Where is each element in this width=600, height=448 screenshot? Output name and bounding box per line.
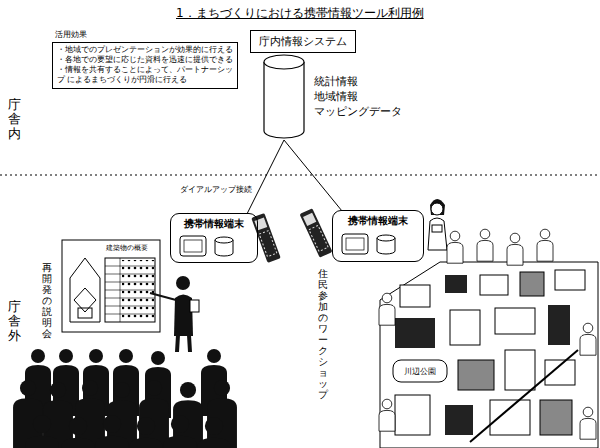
system-box: 庁内情報システム: [250, 30, 356, 53]
terminal-storage: [377, 235, 395, 241]
terminal-screen: [346, 238, 364, 250]
presenter-woman: [430, 199, 445, 215]
town-map: [555, 270, 585, 290]
explanation-board: [70, 258, 100, 322]
town-map: [400, 285, 430, 307]
terminal-screen: [342, 234, 368, 254]
note-bullet: ・地域でのプレゼンテーションが効果的に行える: [57, 45, 233, 55]
town-map: [450, 310, 480, 345]
connection-label: ダイアルアップ接続: [178, 184, 254, 195]
explanation-board: [62, 240, 160, 332]
database-cylinder: [264, 55, 304, 69]
terminal-label: 携帯情報端末: [177, 217, 251, 231]
mobile-phone: [259, 231, 277, 257]
terminal-screen: [180, 236, 206, 256]
presenter-man: [176, 276, 190, 290]
audience: [13, 349, 237, 448]
town-map: [380, 262, 598, 448]
mobile-phone: [303, 213, 316, 226]
database-cylinder: [264, 62, 304, 138]
terminal-label: 携帯情報端末: [339, 214, 417, 228]
zone-label: 庁舎外: [8, 300, 21, 343]
terminal-box: 携帯情報端末: [170, 213, 258, 263]
audience: [163, 415, 197, 448]
mobile-phone: [300, 208, 333, 257]
data-category: マッピングデータ: [314, 104, 402, 119]
town-map: [445, 405, 473, 435]
zone-label: 庁舎内: [8, 98, 21, 141]
terminal-box: 携帯情報端末: [332, 210, 424, 262]
terminal-storage: [215, 235, 395, 256]
audience: [25, 415, 59, 448]
mobile-phone: [254, 217, 267, 230]
town-map: [548, 305, 570, 345]
workshop-participants: [507, 233, 523, 265]
town-map: [490, 400, 530, 435]
note-heading: 活用効果: [55, 30, 238, 40]
mobile-phone: [300, 208, 333, 257]
town-map: [470, 350, 578, 442]
mobile-phone: [251, 213, 281, 263]
scene-label: 住民参加のワークショップ: [318, 268, 328, 400]
town-map: [520, 272, 544, 296]
terminal-screen: [184, 240, 202, 252]
database-cylinder: [262, 54, 306, 140]
town-map: [505, 350, 535, 390]
system-label: 庁内情報システム: [259, 34, 347, 49]
town-map: [380, 262, 598, 448]
presenter-man: [150, 276, 199, 352]
workshop-participants: [537, 229, 553, 261]
database-node: 統計情報地域情報マッピングデータ: [262, 54, 406, 140]
note-body: ・地域でのプレゼンテーションが効果的に行える・各地での要望に応じた資料を迅速に提…: [52, 42, 238, 89]
workshop-participants: [580, 323, 596, 355]
note-bullet: ・情報を共有することによって、パートナーシップ によるまちづくりが円滑に行える: [57, 65, 233, 85]
workshop-participants: [477, 229, 493, 261]
data-category: 統計情報: [314, 74, 402, 89]
presenter-woman: [428, 218, 447, 250]
audience: [129, 417, 163, 448]
workshop-participants: [447, 231, 463, 263]
town-map: [540, 400, 572, 435]
audience: [95, 415, 129, 448]
town-map: [395, 318, 435, 348]
explanation-board: [122, 260, 154, 320]
dialup-connection-line: [284, 140, 341, 210]
map-place-name: 川辺公園: [404, 366, 436, 377]
data-category: 地域情報: [314, 89, 402, 104]
presenter-woman: [432, 225, 442, 232]
mobile-phone: [251, 213, 281, 263]
audience: [197, 417, 231, 448]
presenter-man: [150, 293, 176, 300]
presenter-man: [177, 335, 190, 352]
diagram-title: 1．まちづくりにおける携帯情報ツール利用例: [176, 5, 424, 22]
town-map: [480, 275, 508, 295]
note-bullet: ・各地での要望に応じた資料を迅速に提供できる: [57, 55, 233, 65]
presenter-man: [190, 300, 199, 312]
town-map: [458, 360, 494, 390]
board-title: 建築物の概要: [106, 243, 148, 253]
town-map: [545, 360, 575, 385]
presenter-woman: [428, 199, 447, 250]
mobile-phone: [309, 225, 328, 251]
town-map: [445, 275, 467, 293]
explanation-board: [105, 258, 155, 322]
explanation-board: [78, 308, 92, 318]
workshop-participants: [379, 293, 395, 325]
audience: [61, 417, 95, 448]
town-map: [395, 395, 430, 435]
boundary-line: [0, 175, 600, 176]
explanation-board: [105, 258, 155, 322]
town-map: [393, 360, 447, 382]
terminal-storage: [215, 237, 233, 243]
presenter-woman: [431, 203, 443, 215]
effects-note-box: 活用効果・地域でのプレゼンテーションが効果的に行える・各地での要望に応じた資料を…: [52, 30, 238, 89]
explanation-board: [62, 240, 160, 332]
workshop-participants: [379, 229, 596, 439]
scene-label: 再開発の説明会: [42, 262, 52, 339]
workshop-participants: [580, 407, 596, 439]
town-map: [495, 308, 535, 334]
dialup-connection-line: [247, 140, 284, 213]
workshop-participants: [379, 399, 395, 431]
